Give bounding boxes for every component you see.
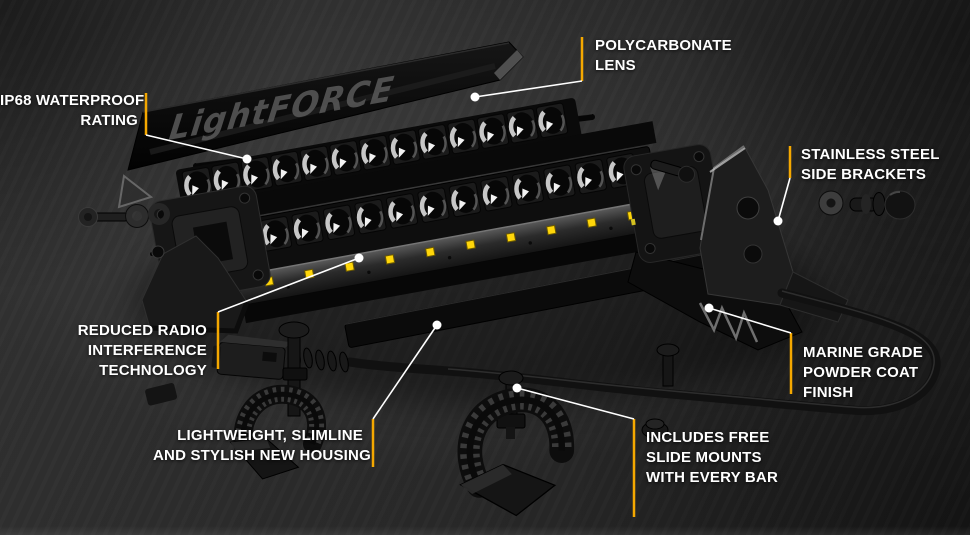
floor-glow bbox=[0, 526, 970, 535]
callout-connector-powder bbox=[704, 303, 793, 394]
led-chips bbox=[263, 210, 638, 287]
callout-connector-brackets bbox=[773, 146, 792, 226]
callout-text-line: LIGHTWEIGHT, SLIMLINE bbox=[177, 427, 363, 444]
left-bolt-and-washers bbox=[78, 203, 170, 228]
callout-slide-mounts: INCLUDES FREE SLIDE MOUNTS WITH EVERY BA… bbox=[646, 428, 778, 488]
callout-text-line: SIDE BRACKETS bbox=[801, 166, 927, 183]
callout-powder-coat: MARINE GRADE POWDER COAT FINISH bbox=[803, 343, 923, 403]
callout-text-line: STAINLESS STEEL bbox=[801, 146, 940, 163]
small-block bbox=[145, 383, 178, 406]
lens: LightFORCE bbox=[117, 41, 524, 209]
callout-text-line: POLYCARBONATE bbox=[595, 37, 732, 54]
callout-connector-mounts bbox=[512, 383, 636, 517]
wiring-connector-plug bbox=[211, 334, 292, 380]
callout-connector-waterproof bbox=[144, 93, 252, 164]
left-end-cap bbox=[149, 185, 271, 303]
callout-text-line: RATING bbox=[80, 112, 138, 129]
callout-new-housing: LIGHTWEIGHT, SLIMLINE AND STYLISH NEW HO… bbox=[153, 426, 371, 466]
callout-connector-housing bbox=[371, 320, 442, 467]
callout-text-line: SLIDE MOUNTS bbox=[646, 449, 762, 466]
loose-bolt-top bbox=[650, 159, 696, 183]
callout-polycarbonate-lens: POLYCARBONATE LENS bbox=[595, 36, 732, 76]
wiring-harness bbox=[211, 288, 941, 416]
callout-text-line: IP68 WATERPROOF bbox=[0, 92, 145, 109]
right-washer bbox=[818, 190, 844, 216]
right-end-cap bbox=[623, 144, 727, 263]
callout-text-line: INCLUDES FREE bbox=[646, 429, 770, 446]
callout-radio-interference: REDUCED RADIO INTERFERENCE TECHNOLOGY bbox=[7, 321, 207, 381]
loose-screw bbox=[656, 343, 680, 387]
callout-text-line: MARINE GRADE bbox=[803, 344, 923, 361]
callout-text-line: LENS bbox=[595, 57, 636, 74]
callout-text-line: TECHNOLOGY bbox=[99, 362, 207, 379]
callout-text-line: INTERFERENCE bbox=[87, 342, 207, 359]
callout-text-line: AND STYLISH NEW HOUSING bbox=[153, 447, 371, 464]
end-cap-plug bbox=[641, 418, 669, 439]
callout-text-line: WITH EVERY BAR bbox=[646, 469, 778, 486]
callout-text-line: POWDER COAT bbox=[803, 364, 919, 381]
callout-text-line: FINISH bbox=[803, 384, 854, 401]
circuit-board bbox=[236, 199, 664, 324]
grunge-emblem bbox=[117, 174, 154, 209]
callout-waterproof-rating: IP68 WATERPROOF RATING bbox=[0, 91, 145, 131]
knob-bolt bbox=[849, 190, 916, 220]
callout-connector-lens bbox=[470, 37, 584, 102]
housing-decal bbox=[698, 302, 759, 343]
callout-connector-radio bbox=[216, 253, 364, 369]
callout-side-brackets: STAINLESS STEEL SIDE BRACKETS bbox=[801, 145, 940, 185]
callout-text-line: REDUCED RADIO bbox=[77, 322, 207, 339]
left-side-bracket bbox=[141, 235, 250, 334]
reflector-row-upper bbox=[175, 98, 583, 213]
